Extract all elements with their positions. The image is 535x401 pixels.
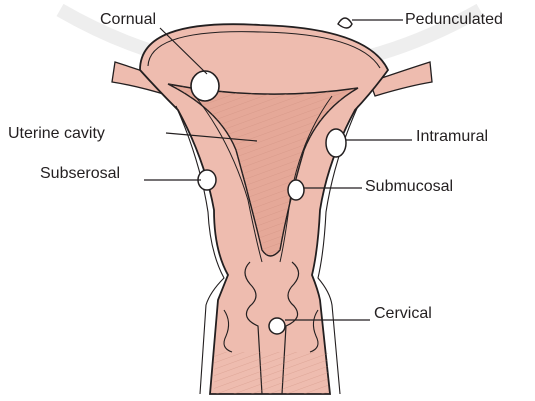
fibroid-submucosal bbox=[288, 180, 304, 200]
label-cervical: Cervical bbox=[374, 305, 432, 323]
label-intramural: Intramural bbox=[416, 128, 488, 146]
label-pedunculated: Pedunculated bbox=[405, 11, 503, 29]
label-submucosal: Submucosal bbox=[365, 178, 453, 196]
label-subserosal: Subserosal bbox=[40, 165, 120, 183]
label-cornual: Cornual bbox=[100, 11, 156, 29]
fibroid-cervical bbox=[269, 318, 285, 334]
fibroid-pedunculated bbox=[338, 18, 352, 28]
fibroid-cornual bbox=[191, 71, 219, 101]
fibroid-intramural bbox=[326, 129, 346, 157]
vagina-texture bbox=[214, 352, 328, 394]
label-uterine-cavity: Uterine cavity bbox=[8, 125, 105, 143]
